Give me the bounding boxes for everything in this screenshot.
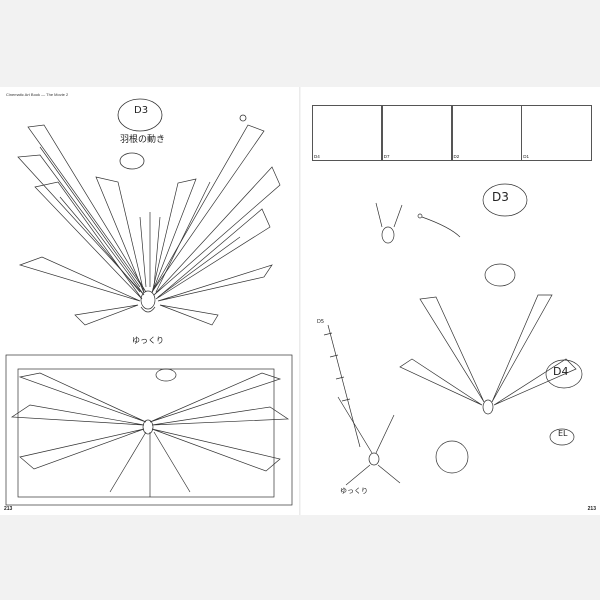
- left-page: Cinematic Art Book — The Movie 2: [0, 87, 300, 515]
- label-d4-right: D4: [553, 365, 569, 378]
- panel-label-d4: D4: [314, 154, 320, 159]
- wing-sketch-top: [5, 98, 293, 506]
- scale-mark-label: D5: [317, 319, 325, 325]
- label-d3-left: D3: [134, 105, 149, 116]
- annotation-ease: ゆっくり: [340, 487, 368, 495]
- right-page: D4 D7 D2 D1: [300, 87, 600, 515]
- panel-label-d1: D1: [523, 154, 530, 159]
- annotation-slowly: ゆっくり: [132, 336, 164, 345]
- page-number-right: 213: [587, 506, 596, 512]
- page-number-left: 213: [4, 506, 13, 512]
- annotation-feather-motion: 羽根の動き: [120, 135, 166, 145]
- panel-label-d2: D2: [453, 154, 460, 159]
- panel-label-d7: D7: [383, 154, 390, 159]
- annotation-el: EL: [558, 429, 568, 438]
- label-d3-right: D3: [492, 190, 509, 204]
- page-header: Cinematic Art Book — The Movie 2: [6, 92, 69, 97]
- book-gutter: [299, 87, 301, 515]
- storyboard-panel-d1: D1: [521, 105, 592, 161]
- wing-sketch-right: [323, 183, 583, 486]
- storyboard-panels: D4 D7 D2 D1: [312, 105, 592, 161]
